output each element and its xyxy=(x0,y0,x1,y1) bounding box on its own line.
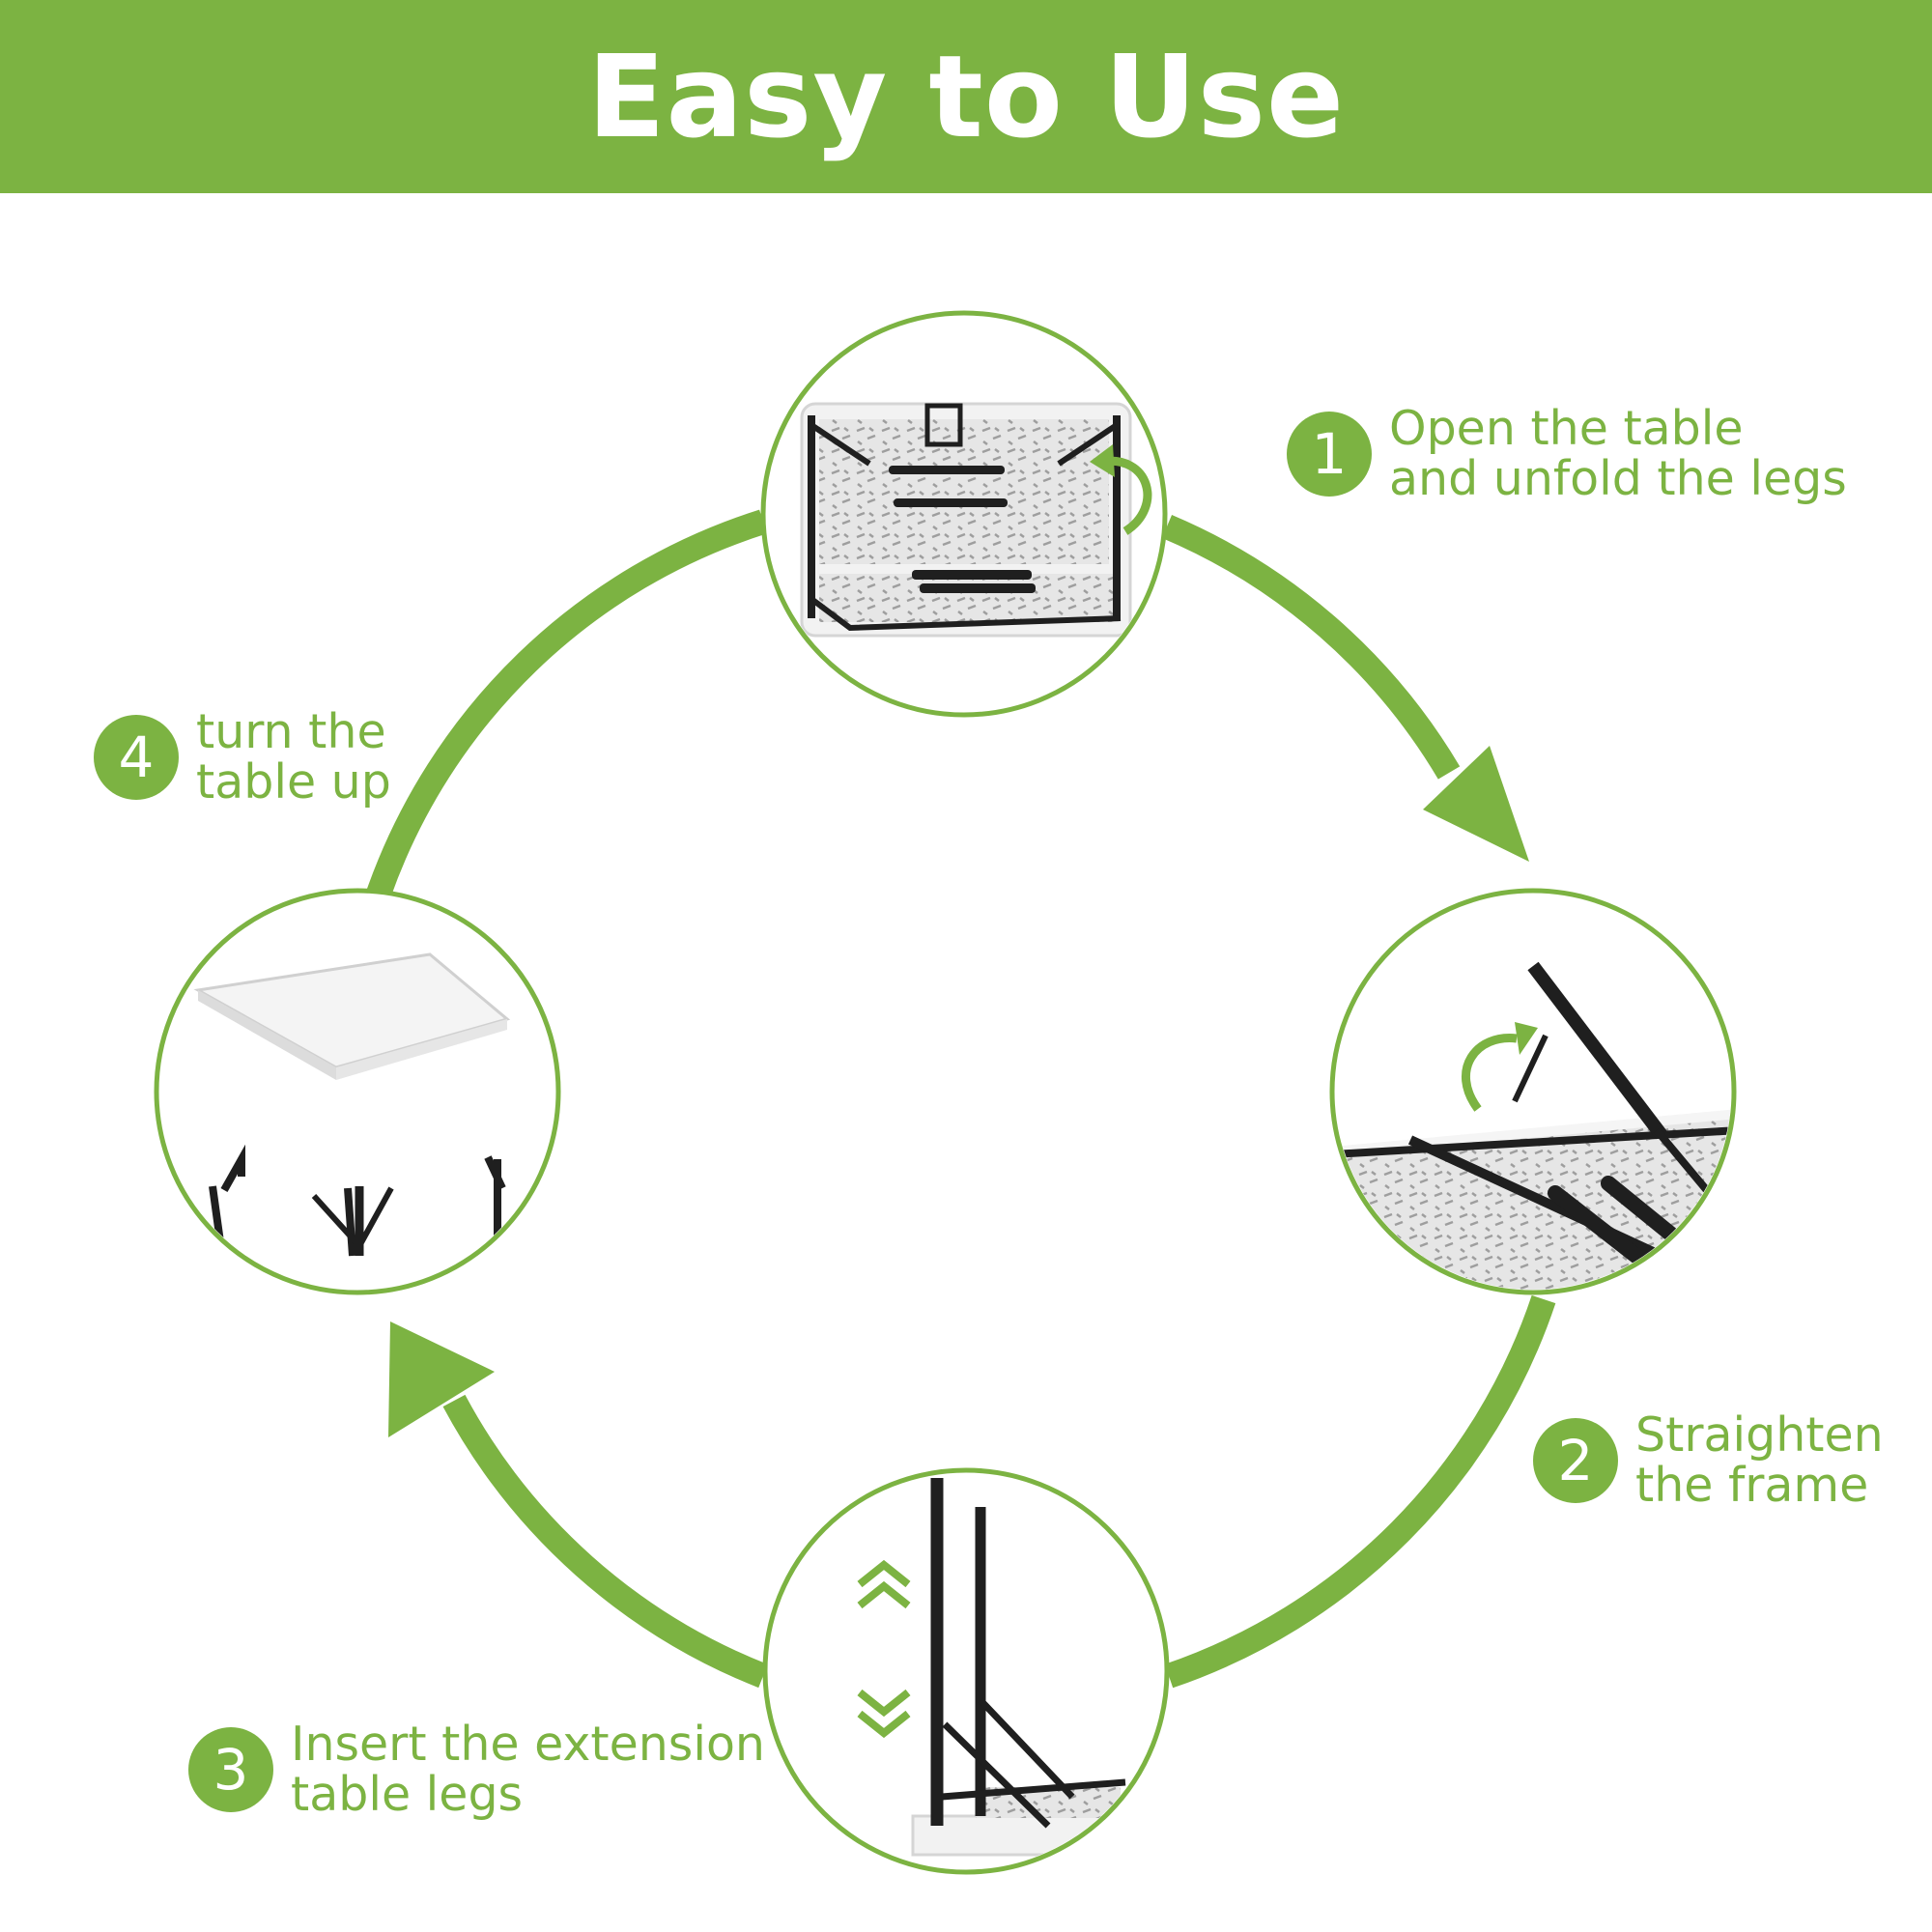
arc-step2-to-step3 xyxy=(1164,1294,1556,1689)
step-2-text: Straighten the frame xyxy=(1635,1407,1884,1513)
step-3-label: 3 Insert the extension table legs xyxy=(188,1719,765,1820)
step-3-number: 3 xyxy=(188,1727,273,1812)
step-4-number: 4 xyxy=(94,715,179,800)
step-2-number: 2 xyxy=(1533,1418,1618,1503)
arc-step4-to-step1 xyxy=(366,509,767,898)
arc-step3-to-step4 xyxy=(442,1394,768,1689)
step-4-text: turn the table up xyxy=(196,704,391,810)
step-3-text: Insert the extension table legs xyxy=(291,1717,765,1822)
step3-photo xyxy=(762,1467,1170,1875)
cycle-arrows xyxy=(366,509,1556,1689)
step1-photo xyxy=(760,310,1168,718)
step-2-label: 2 Straighten the frame xyxy=(1533,1410,1884,1511)
arrowhead-down-right xyxy=(1423,746,1529,862)
step-1-text: Open the table and unfold the legs xyxy=(1389,401,1847,506)
step2-photo xyxy=(1329,888,1737,1295)
title-banner: Easy to Use xyxy=(0,0,1932,193)
step-4-label: 4 turn the table up xyxy=(94,707,391,808)
arrowhead-up-left xyxy=(388,1321,495,1437)
step4-photo xyxy=(154,888,561,1295)
arc-step1-to-step2 xyxy=(1161,515,1461,780)
page-title: Easy to Use xyxy=(586,30,1346,163)
step-1-label: 1 Open the table and unfold the legs xyxy=(1287,404,1847,504)
step-1-number: 1 xyxy=(1287,412,1372,497)
